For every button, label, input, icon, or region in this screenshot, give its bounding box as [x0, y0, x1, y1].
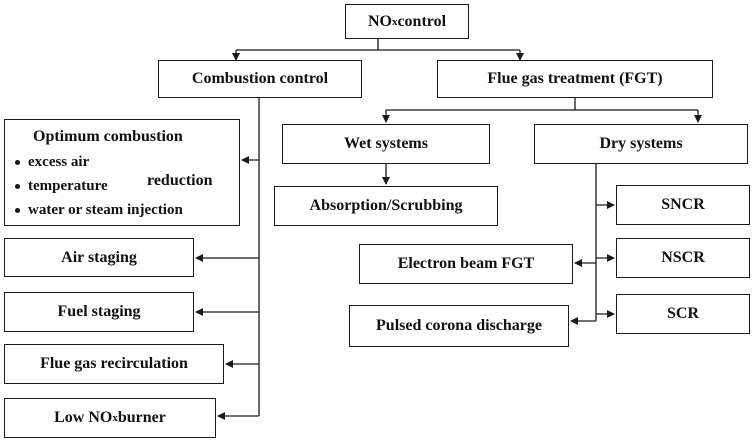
fuel-staging-box: Fuel staging — [4, 292, 194, 332]
optimum-combustion-box: Optimum combustion excess air temperatur… — [4, 119, 240, 226]
optimum-bullet-3: water or steam injection — [15, 202, 183, 219]
nscr-box: NSCR — [616, 238, 750, 278]
absorption-scrubbing-box: Absorption/Scrubbing — [274, 186, 498, 226]
optimum-bullet-3-text: water or steam injection — [28, 202, 183, 218]
dry-systems-box: Dry systems — [534, 124, 748, 164]
optimum-bullet-2: temperature — [15, 178, 108, 195]
root-sub: x — [391, 15, 398, 28]
low-nox-prefix: Low NO — [54, 409, 113, 426]
flue-gas-treatment-box: Flue gas treatment (FGT) — [437, 60, 713, 98]
wet-systems-box: Wet systems — [282, 124, 490, 164]
optimum-bullet-1: excess air — [15, 154, 89, 171]
flue-gas-recirculation-box: Flue gas recirculation — [4, 344, 224, 384]
reduction-label: reduction — [147, 172, 213, 189]
sncr-box: SNCR — [616, 185, 750, 225]
low-nox-suffix: burner — [117, 409, 166, 426]
pulsed-corona-discharge-box: Pulsed corona discharge — [349, 305, 569, 347]
electron-beam-fgt-box: Electron beam FGT — [359, 244, 573, 284]
scr-box: SCR — [616, 294, 750, 334]
root-suffix: control — [397, 12, 447, 30]
combustion-control-box: Combustion control — [158, 60, 362, 98]
optimum-title: Optimum combustion — [33, 128, 183, 145]
optimum-bullet-1-text: excess air — [28, 154, 90, 170]
root-prefix: NO — [367, 12, 392, 30]
air-staging-box: Air staging — [4, 238, 194, 277]
low-nox-sub: x — [112, 412, 118, 424]
optimum-bullet-2-text: temperature — [28, 178, 108, 194]
